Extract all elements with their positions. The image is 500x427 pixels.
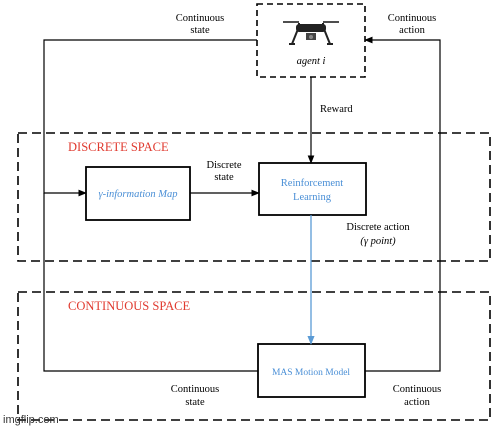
discrete-action-label-line1: Discrete action (346, 222, 410, 233)
top-right-label-line1: Continuous (388, 13, 436, 24)
bottom-left-label-line1: Continuous (171, 384, 219, 395)
continuous-space-region (17, 291, 491, 421)
continuous-space-title: CONTINUOUS SPACE (68, 299, 190, 313)
discrete-space-title: DISCRETE SPACE (68, 140, 169, 154)
bottom-right-label-line1: Continuous (393, 384, 441, 395)
reinforcement-learning-box (258, 162, 367, 216)
drone-icon (283, 21, 339, 45)
continuous-state-line-top (43, 39, 257, 197)
top-right-label-line2: action (399, 25, 425, 36)
discrete-state-label-line2: state (214, 172, 234, 183)
bottom-right-label-line2: action (404, 397, 430, 408)
rl-label-line1: Reinforcement (281, 178, 343, 189)
rl-label-line2: Learning (293, 192, 332, 203)
discrete-action-label-line2: (γ point) (360, 236, 396, 247)
discrete-state-label-line1: Discrete (207, 160, 242, 171)
gamma-map-box (85, 166, 191, 221)
agent-label: agent i (297, 56, 326, 67)
mas-label: MAS Motion Model (272, 368, 350, 378)
top-left-label-line1: Continuous (176, 13, 224, 24)
discrete-space-region (17, 132, 491, 262)
gamma-map-label: γ-information Map (98, 189, 177, 200)
bottom-left-label-line2: state (185, 397, 205, 408)
reward-label: Reward (320, 104, 353, 115)
watermark: imgflip.com (3, 414, 59, 426)
continuous-state-line-bottom (43, 193, 258, 372)
top-left-label-line2: state (190, 25, 210, 36)
continuous-action-line (364, 36, 441, 372)
